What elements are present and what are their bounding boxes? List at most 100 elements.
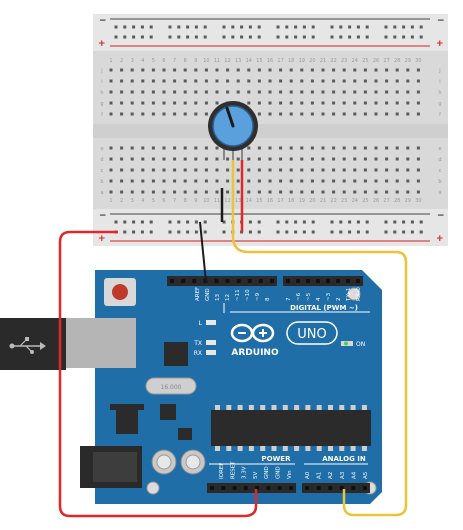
- rail-hole[interactable]: [222, 25, 226, 29]
- breadboard-hole[interactable]: [406, 68, 410, 72]
- breadboard-hole[interactable]: [342, 146, 346, 150]
- breadboard-hole[interactable]: [363, 190, 367, 194]
- breadboard-hole[interactable]: [236, 168, 240, 172]
- rail-hole[interactable]: [177, 220, 181, 224]
- breadboard-hole[interactable]: [130, 168, 134, 172]
- rail-hole[interactable]: [393, 220, 397, 224]
- rail-hole[interactable]: [168, 230, 172, 234]
- breadboard-hole[interactable]: [406, 179, 410, 183]
- rail-hole[interactable]: [311, 230, 315, 234]
- breadboard-hole[interactable]: [310, 68, 314, 72]
- breadboard-hole[interactable]: [247, 101, 251, 105]
- breadboard-hole[interactable]: [120, 157, 124, 161]
- header-pin[interactable]: [192, 279, 197, 283]
- breadboard-hole[interactable]: [120, 68, 124, 72]
- breadboard-hole[interactable]: [162, 190, 166, 194]
- breadboard-hole[interactable]: [416, 68, 420, 72]
- breadboard-hole[interactable]: [173, 112, 177, 116]
- rail-hole[interactable]: [203, 35, 207, 39]
- breadboard-hole[interactable]: [353, 190, 357, 194]
- breadboard-hole[interactable]: [109, 79, 113, 83]
- breadboard-hole[interactable]: [130, 79, 134, 83]
- header-pin[interactable]: [356, 279, 360, 283]
- breadboard-hole[interactable]: [279, 79, 283, 83]
- breadboard-hole[interactable]: [151, 190, 155, 194]
- breadboard-hole[interactable]: [416, 168, 420, 172]
- rail-hole[interactable]: [302, 230, 306, 234]
- breadboard-hole[interactable]: [183, 112, 187, 116]
- header-pin[interactable]: [214, 279, 219, 283]
- reset-button[interactable]: [112, 284, 128, 300]
- rail-hole[interactable]: [123, 220, 127, 224]
- breadboard-hole[interactable]: [268, 68, 272, 72]
- breadboard-hole[interactable]: [385, 101, 389, 105]
- breadboard-hole[interactable]: [247, 179, 251, 183]
- breadboard-hole[interactable]: [162, 79, 166, 83]
- breadboard-hole[interactable]: [120, 179, 124, 183]
- breadboard-hole[interactable]: [215, 179, 219, 183]
- breadboard-hole[interactable]: [300, 157, 304, 161]
- breadboard-hole[interactable]: [268, 168, 272, 172]
- breadboard-hole[interactable]: [321, 90, 325, 94]
- breadboard-hole[interactable]: [289, 179, 293, 183]
- breadboard-hole[interactable]: [279, 190, 283, 194]
- breadboard-hole[interactable]: [162, 68, 166, 72]
- breadboard-hole[interactable]: [374, 68, 378, 72]
- breadboard-hole[interactable]: [374, 90, 378, 94]
- breadboard-hole[interactable]: [385, 146, 389, 150]
- rail-hole[interactable]: [248, 35, 252, 39]
- breadboard-hole[interactable]: [130, 101, 134, 105]
- breadboard-hole[interactable]: [279, 112, 283, 116]
- breadboard-hole[interactable]: [257, 101, 261, 105]
- breadboard-hole[interactable]: [215, 146, 219, 150]
- breadboard-hole[interactable]: [268, 90, 272, 94]
- rail-hole[interactable]: [311, 25, 315, 29]
- breadboard-hole[interactable]: [300, 112, 304, 116]
- breadboard-hole[interactable]: [416, 79, 420, 83]
- breadboard-hole[interactable]: [141, 101, 145, 105]
- rail-hole[interactable]: [240, 25, 244, 29]
- breadboard-hole[interactable]: [183, 79, 187, 83]
- rail-hole[interactable]: [311, 220, 315, 224]
- breadboard-hole[interactable]: [395, 112, 399, 116]
- potentiometer[interactable]: [208, 101, 258, 160]
- rail-hole[interactable]: [419, 35, 423, 39]
- breadboard-hole[interactable]: [151, 112, 155, 116]
- header-pin[interactable]: [258, 279, 263, 283]
- breadboard-hole[interactable]: [183, 179, 187, 183]
- breadboard-hole[interactable]: [385, 79, 389, 83]
- rail-hole[interactable]: [276, 25, 280, 29]
- breadboard-hole[interactable]: [173, 101, 177, 105]
- breadboard-hole[interactable]: [385, 157, 389, 161]
- breadboard-hole[interactable]: [300, 90, 304, 94]
- breadboard-hole[interactable]: [406, 112, 410, 116]
- breadboard-hole[interactable]: [257, 146, 261, 150]
- rail-hole[interactable]: [186, 25, 190, 29]
- rail-hole[interactable]: [168, 25, 172, 29]
- rail-hole[interactable]: [285, 230, 289, 234]
- breadboard-hole[interactable]: [151, 90, 155, 94]
- breadboard-hole[interactable]: [289, 90, 293, 94]
- breadboard-hole[interactable]: [300, 190, 304, 194]
- breadboard-hole[interactable]: [353, 146, 357, 150]
- breadboard-hole[interactable]: [215, 79, 219, 83]
- breadboard-hole[interactable]: [268, 101, 272, 105]
- red-wire-5v[interactable]: [58, 230, 258, 518]
- rail-hole[interactable]: [410, 230, 414, 234]
- rail-hole[interactable]: [339, 25, 343, 29]
- breadboard-hole[interactable]: [120, 168, 124, 172]
- rail-hole[interactable]: [285, 220, 289, 224]
- breadboard-hole[interactable]: [279, 157, 283, 161]
- header-pin[interactable]: [326, 279, 330, 283]
- breadboard-hole[interactable]: [162, 112, 166, 116]
- header-pin[interactable]: [351, 486, 356, 490]
- breadboard-hole[interactable]: [385, 68, 389, 72]
- rail-hole[interactable]: [177, 35, 181, 39]
- rail-hole[interactable]: [402, 220, 406, 224]
- breadboard-hole[interactable]: [204, 179, 208, 183]
- rail-hole[interactable]: [140, 35, 144, 39]
- breadboard-hole[interactable]: [183, 168, 187, 172]
- breadboard-hole[interactable]: [226, 79, 230, 83]
- rail-hole[interactable]: [222, 230, 226, 234]
- breadboard-hole[interactable]: [109, 146, 113, 150]
